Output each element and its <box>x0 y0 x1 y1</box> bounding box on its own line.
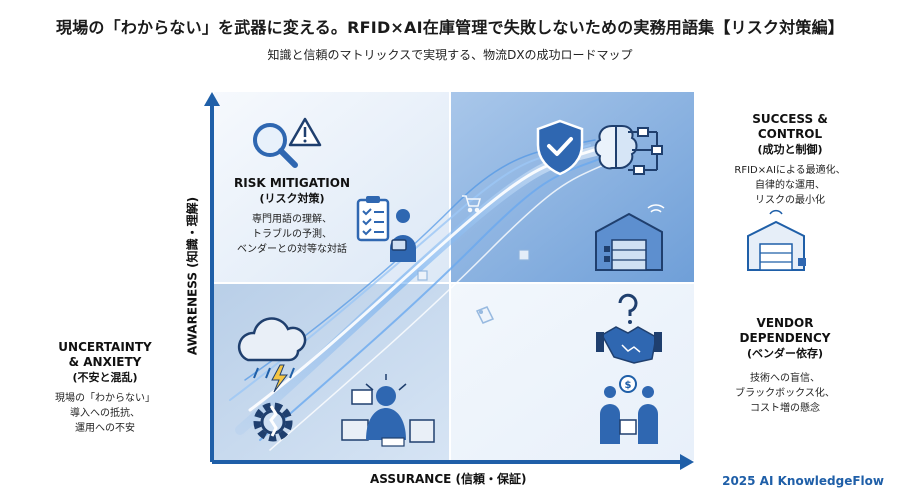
tag-icon <box>475 306 495 324</box>
shield-check-icon <box>536 119 584 176</box>
uncertainty-body: 現場の「わからない」 導入への抵抗、 運用への不安 <box>40 391 170 436</box>
stressed-person-icon <box>341 374 435 447</box>
vendor-dependency-subheading: (ベンダー依存) <box>746 347 824 360</box>
risk-mitigation-heading: RISK MITIGATION <box>234 176 350 190</box>
storm-cloud-icon <box>237 317 307 393</box>
body-line: トラブルの予測、 <box>252 229 332 240</box>
vendor-dependency-body: 技術への盲信、 ブラックボックス化、 コスト増の懸念 <box>690 371 880 416</box>
clipboard-worker-icon <box>356 196 416 262</box>
body-line: 自律的な運用、 <box>755 180 825 191</box>
success-control-text: SUCCESS & CONTROL (成功と制御) RFID×AIによる最適化、… <box>700 112 880 208</box>
vendor-dependency-heading-line: VENDOR <box>756 316 814 330</box>
vendor-dependency-heading-line: DEPENDENCY <box>739 331 831 345</box>
footer-brand: 2025 AI KnowledgeFlow <box>722 474 884 488</box>
success-control-body: RFID×AIによる最適化、 自律的な運用、 リスクの最小化 <box>700 163 880 208</box>
magnifier-warning-icon <box>253 117 322 168</box>
body-line: 運用への不安 <box>75 423 135 434</box>
success-control-subheading: (成功と制御) <box>757 143 823 156</box>
uncertainty-text: UNCERTAINTY & ANXIETY (不安と混乱) 現場の「わからない」… <box>40 340 170 436</box>
body-line: 技術への盲信、 <box>750 373 820 384</box>
box-icon <box>417 249 530 281</box>
success-control-heading-line: CONTROL <box>757 127 823 141</box>
page-subtitle: 知識と信頼のマトリックスで実現する、物流DXの成功ロードマップ <box>267 48 633 62</box>
risk-mitigation-body: 専門用語の理解、 トラブルの予測、 ベンダーとの対等な対話 <box>226 212 358 257</box>
body-line: 現場の「わからない」 <box>55 393 155 404</box>
x-axis <box>212 454 694 470</box>
body-line: 導入への抵抗、 <box>70 408 140 419</box>
body-line: ブラックボックス化、 <box>735 388 835 399</box>
handshake-question-icon <box>596 293 662 364</box>
y-axis <box>204 92 220 462</box>
y-axis-label: AWARENESS (知識・理解) <box>185 196 200 356</box>
broken-gear-icon <box>253 402 293 442</box>
money-people-icon: $ <box>600 375 658 444</box>
x-axis-label: ASSURANCE (信頼・保証) <box>370 472 527 486</box>
body-line: リスクの最小化 <box>755 195 825 206</box>
cart-icon <box>462 195 481 213</box>
body-line: ベンダーとの対等な対話 <box>237 244 347 255</box>
risk-mitigation-text: RISK MITIGATION (リスク対策) 専門用語の理解、 トラブルの予測… <box>226 176 358 257</box>
vendor-dependency-text: VENDOR DEPENDENCY (ベンダー依存) 技術への盲信、 ブラックボ… <box>690 316 880 416</box>
uncertainty-subheading: (不安と混乱) <box>72 371 138 384</box>
success-control-heading-line: SUCCESS & <box>752 112 828 126</box>
svg-text:$: $ <box>625 380 632 391</box>
body-line: RFID×AIによる最適化、 <box>734 165 846 176</box>
risk-mitigation-subheading: (リスク対策) <box>259 192 325 205</box>
ai-brain-icon <box>594 125 663 175</box>
uncertainty-heading-line: UNCERTAINTY <box>58 340 152 354</box>
warehouse-icon <box>747 209 806 271</box>
page-title: 現場の「わからない」を武器に変える。RFID×AI在庫管理で失敗しないための実務… <box>56 18 844 37</box>
warehouse-icon <box>595 204 665 271</box>
body-line: コスト増の懸念 <box>750 403 820 414</box>
uncertainty-heading-line: & ANXIETY <box>68 355 142 369</box>
body-line: 専門用語の理解、 <box>252 214 332 225</box>
